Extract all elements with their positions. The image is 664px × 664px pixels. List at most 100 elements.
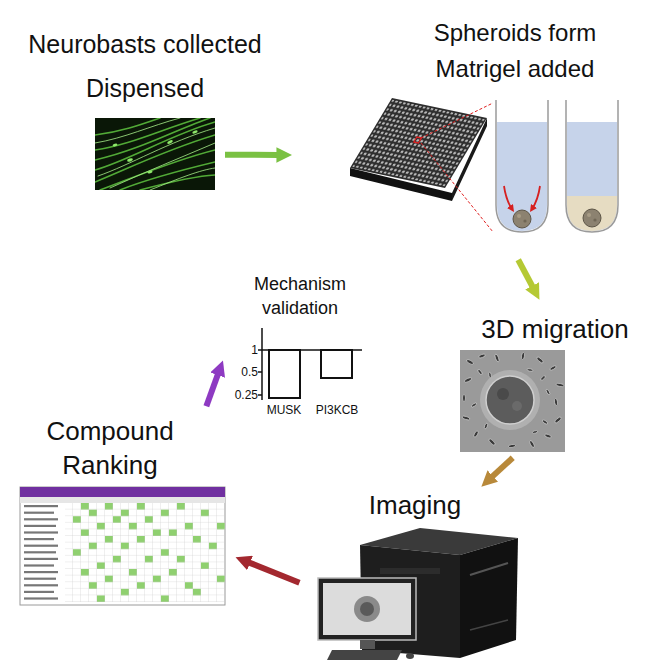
neuroblast-micrograph-part-part-part	[167, 139, 174, 144]
bar-chart-part	[261, 328, 263, 400]
migration-micrograph-part-part-part	[477, 369, 483, 375]
migration-micrograph-part	[462, 352, 564, 448]
neuroblast-micrograph-part-part-part	[95, 122, 215, 170]
imaging-system-part	[323, 583, 411, 635]
migration-micrograph-part-part-part	[521, 352, 525, 359]
migration-micrograph-part-part-part	[554, 416, 562, 424]
migration-micrograph-part-part-part	[488, 438, 496, 446]
neuroblast-micrograph-part-part-part	[95, 118, 180, 143]
ranking-table-part-part	[24, 551, 56, 553]
bar-chart-part	[258, 371, 262, 373]
ranking-table-part	[24, 505, 58, 600]
neuroblast-micrograph-part-part-part	[98, 128, 215, 176]
migration-micrograph-part-part-part	[536, 356, 544, 364]
ranking-table-part	[20, 487, 225, 605]
spheroid-tubes-part	[587, 213, 591, 217]
neuroblast-micrograph	[95, 118, 215, 190]
imaging-system-part	[327, 650, 402, 660]
migration-micrograph-part-part-part	[542, 419, 548, 425]
migration-micrograph-part-part-part	[554, 398, 558, 405]
neuroblast-micrograph-part	[95, 118, 215, 190]
ranking-table-part-part	[24, 578, 56, 580]
step-panel: Spheroids form Matrigel added	[350, 95, 625, 235]
step-panel: 3D migration	[458, 312, 644, 455]
bar-chart-part	[258, 349, 262, 351]
neuroblast-micrograph-part-part-part	[95, 118, 210, 160]
ranking-table-part-part	[24, 505, 58, 507]
step-arrow	[249, 562, 300, 582]
migration-micrograph-part-part	[497, 388, 509, 400]
step-heading: Spheroids form Matrigel added	[415, 15, 615, 87]
step-arrow	[492, 458, 513, 477]
migration-micrograph	[460, 350, 565, 452]
neuroblast-micrograph-part-part-part	[95, 118, 160, 135]
step-panel: Neurobasts collected Dispensed	[95, 118, 215, 190]
step-heading: 3D migration	[470, 314, 640, 344]
spheroid-tubes-part	[566, 100, 618, 232]
neuroblast-micrograph-part-part	[95, 118, 215, 190]
migration-micrograph-part-part-part	[466, 359, 475, 366]
spheroid-tubes-part	[567, 196, 617, 231]
ranking-table-part-part	[24, 525, 56, 527]
migration-micrograph-part-part-part	[478, 353, 486, 358]
migration-micrograph-part-part-part	[549, 365, 556, 371]
imaging-system-part	[460, 538, 518, 658]
ranking-table-part-part	[24, 518, 58, 520]
imaging-system-part	[318, 578, 416, 640]
step-heading: Mechanism validation	[240, 272, 360, 320]
migration-micrograph-part	[460, 350, 565, 452]
step-heading: Neurobasts collected Dispensed	[15, 22, 275, 110]
neuroblast-micrograph-part-part-part	[95, 118, 200, 150]
step-arrow	[225, 152, 278, 158]
neuroblast-micrograph-part-part	[95, 118, 215, 190]
migration-micrograph-part-part-part	[473, 430, 479, 438]
ranking-table-part-part	[24, 597, 58, 599]
spheroid-tubes-part	[567, 122, 617, 231]
migration-micrograph-part-part-part	[529, 440, 536, 448]
migration-micrograph-part-part-part	[463, 395, 466, 402]
ranking-table-part-part	[24, 591, 54, 593]
spheroid-tubes-part	[497, 122, 547, 231]
spheroid-tubes-part	[583, 209, 601, 227]
spheroid-tubes	[496, 100, 618, 232]
ranking-table-part-part	[24, 538, 54, 540]
migration-micrograph-part-part	[486, 376, 534, 424]
imaging-system-part	[470, 563, 508, 575]
step-arrow	[518, 260, 533, 288]
well-plate-part	[421, 143, 493, 232]
well-plate-part-part	[350, 98, 487, 188]
neuroblast-micrograph-part-part	[112, 130, 198, 174]
bar-label: PI3KCB	[307, 403, 367, 417]
neuroblast-micrograph-part-part-part	[120, 162, 215, 190]
migration-micrograph-part-part-part	[540, 375, 546, 381]
step-panel: Imaging	[305, 488, 525, 662]
bar-chart-part	[258, 394, 262, 396]
spheroid-tubes-part	[532, 186, 540, 209]
well-plate-part	[350, 98, 487, 188]
ranking-table-part-part	[24, 584, 58, 586]
ranking-table-part	[20, 497, 225, 503]
well-plate-part-part	[352, 100, 484, 186]
neuroblast-micrograph-part-part-part	[112, 143, 117, 147]
ranking-table-part-part	[24, 564, 54, 566]
ranking-table-part-part	[24, 512, 54, 514]
step-arrow	[206, 374, 218, 407]
neuroblast-micrograph-part-part-part	[100, 150, 215, 190]
ranking-table-part-part	[24, 558, 58, 560]
spheroid-tubes-part	[504, 186, 512, 209]
bar-chart-part	[262, 349, 362, 351]
spheroid-tubes-part	[593, 218, 596, 221]
imaging-system-part	[380, 568, 440, 574]
neuroblast-micrograph-part-part-part	[140, 175, 215, 190]
migration-micrograph-part-part-part	[484, 423, 488, 430]
well-plate-part	[421, 103, 493, 138]
migration-micrograph-part-part-part	[464, 377, 473, 383]
neuroblast-micrograph-part-part-part	[127, 158, 134, 163]
step-heading: Imaging	[345, 490, 485, 520]
neuroblast-micrograph-part	[95, 118, 215, 190]
step-panel: Compound Ranking	[18, 410, 230, 608]
imaging-system-part	[470, 620, 508, 630]
neuroblast-micrograph-part-part-part	[150, 168, 215, 190]
migration-micrograph-part-part-part	[494, 354, 500, 363]
